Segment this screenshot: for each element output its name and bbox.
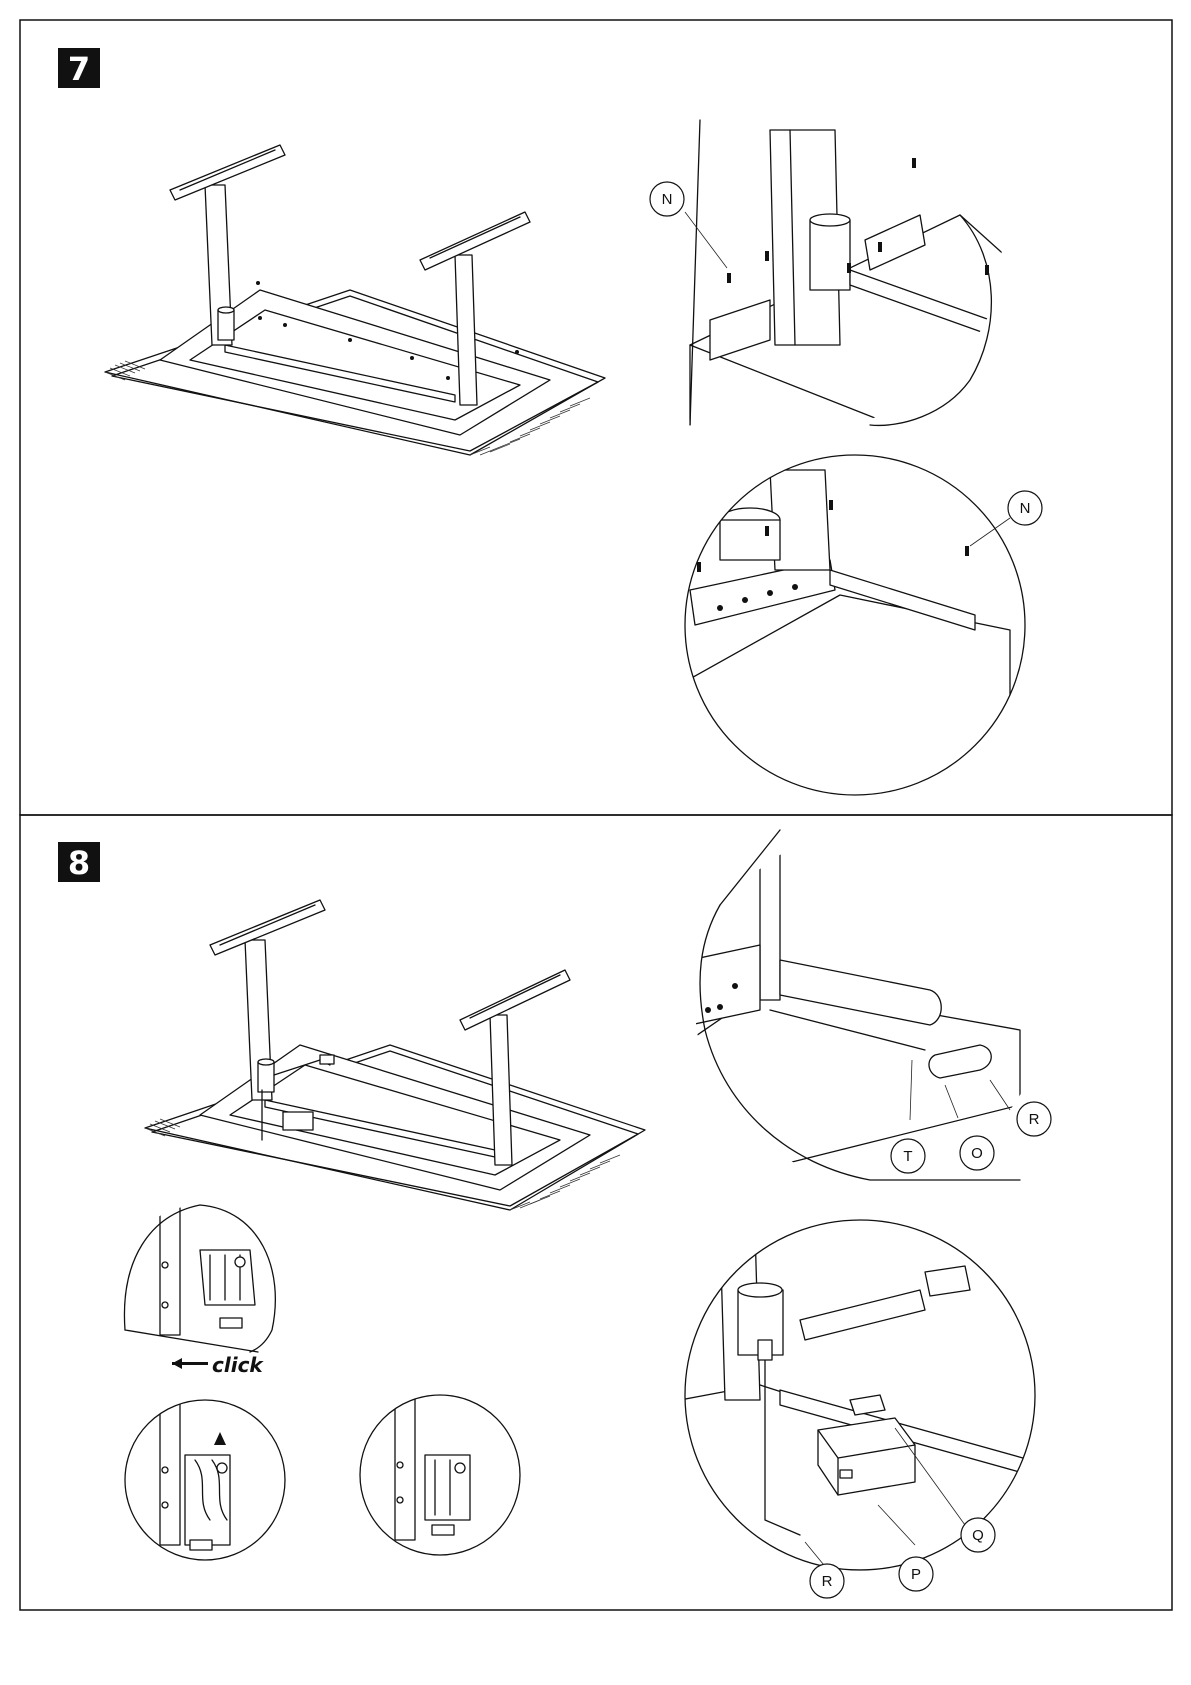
callout-q: Q [961, 1518, 995, 1552]
power-supply-box [818, 1418, 915, 1495]
callout-n-bottom: N [1008, 491, 1042, 525]
click-detail-3 [360, 1395, 520, 1555]
callout-r-bottom: R [810, 1564, 844, 1598]
step-8-detail-power-connection [680, 1230, 1040, 1570]
power-supply [283, 1112, 313, 1130]
callout-r-top-label: R [1029, 1111, 1040, 1128]
right-foot [420, 212, 530, 270]
step-7-overview-drawing [105, 145, 605, 455]
click-detail-1: click [120, 1205, 280, 1377]
callout-r-bottom-label: R [822, 1573, 833, 1590]
callout-q-label: Q [972, 1527, 984, 1544]
step-7-number: 7 [68, 50, 90, 88]
callout-r-top: R [1017, 1102, 1051, 1136]
plug [758, 1340, 772, 1360]
callout-n-top: N [650, 182, 684, 216]
hand-switch [320, 1055, 334, 1064]
step-8-overview-drawing [145, 900, 645, 1210]
motor [258, 1062, 274, 1092]
side-rail [800, 1290, 925, 1340]
motor-housing [720, 520, 780, 560]
step-7-detail-leg-mount [690, 130, 1010, 430]
motor-housing [810, 220, 850, 290]
callout-p-label: P [911, 1566, 921, 1583]
callout-n-top-label: N [662, 191, 673, 208]
callout-t: T [891, 1139, 925, 1173]
step-8-number: 8 [68, 844, 90, 882]
click-detail-2 [125, 1400, 285, 1560]
connector-housing [200, 1250, 255, 1305]
callout-o-label: O [971, 1145, 983, 1162]
callout-p: P [899, 1557, 933, 1591]
leg-column [760, 830, 780, 1000]
click-label: click [212, 1353, 264, 1377]
callout-n-bottom-label: N [1020, 500, 1031, 517]
right-foot [460, 970, 570, 1030]
callout-t-label: T [903, 1148, 912, 1165]
hand-switch [925, 1266, 970, 1296]
motor [218, 310, 234, 340]
callout-o: O [960, 1136, 994, 1170]
connector [850, 1395, 885, 1415]
